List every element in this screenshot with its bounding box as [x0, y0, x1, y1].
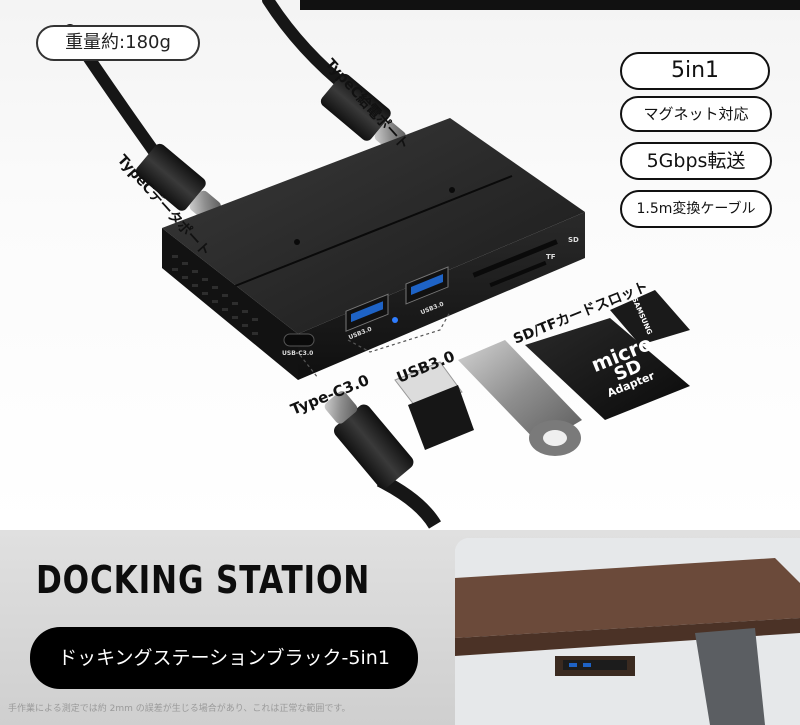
sd-adapter [525, 318, 690, 420]
banner-subtitle: ドッキングステーションブラック-5in1 [30, 627, 418, 689]
micro-sd-card [610, 290, 690, 345]
typec-cable [324, 391, 442, 529]
cable-power-port [262, 0, 406, 152]
weight-badge: 重量約:180g [36, 25, 200, 61]
product-hero: TypeCデータポート TypeC給電ポート Type-C3.0 USB3.0 … [0, 0, 800, 530]
slot-label-tf: TF [546, 253, 556, 261]
slot-label-sd: SD [568, 236, 579, 244]
port-label-typec: USB-C3.0 [282, 350, 314, 357]
feature-badge-speed: 5Gbps転送 [620, 142, 772, 180]
measurement-note: 手作業による測定では約 2mm の誤差が生じる場合があり、これは正常な範囲です。 [8, 704, 351, 714]
usb-adapter [394, 361, 474, 450]
banner: DOCKING STATION ドッキングステーションブラック-5in1 手作業… [0, 530, 800, 725]
top-bar [300, 0, 800, 10]
feature-badge-cable: 1.5m変換ケーブル [620, 190, 772, 228]
desk-illustration [455, 538, 800, 725]
usb-flash-drive [458, 340, 582, 456]
desk-photo [455, 538, 800, 725]
feature-badge-5in1: 5in1 [620, 52, 770, 90]
product-illustration [64, 0, 690, 529]
docking-hub [162, 118, 585, 380]
feature-badge-magnet: マグネット対応 [620, 96, 772, 132]
banner-title: DOCKING STATION [36, 558, 371, 602]
